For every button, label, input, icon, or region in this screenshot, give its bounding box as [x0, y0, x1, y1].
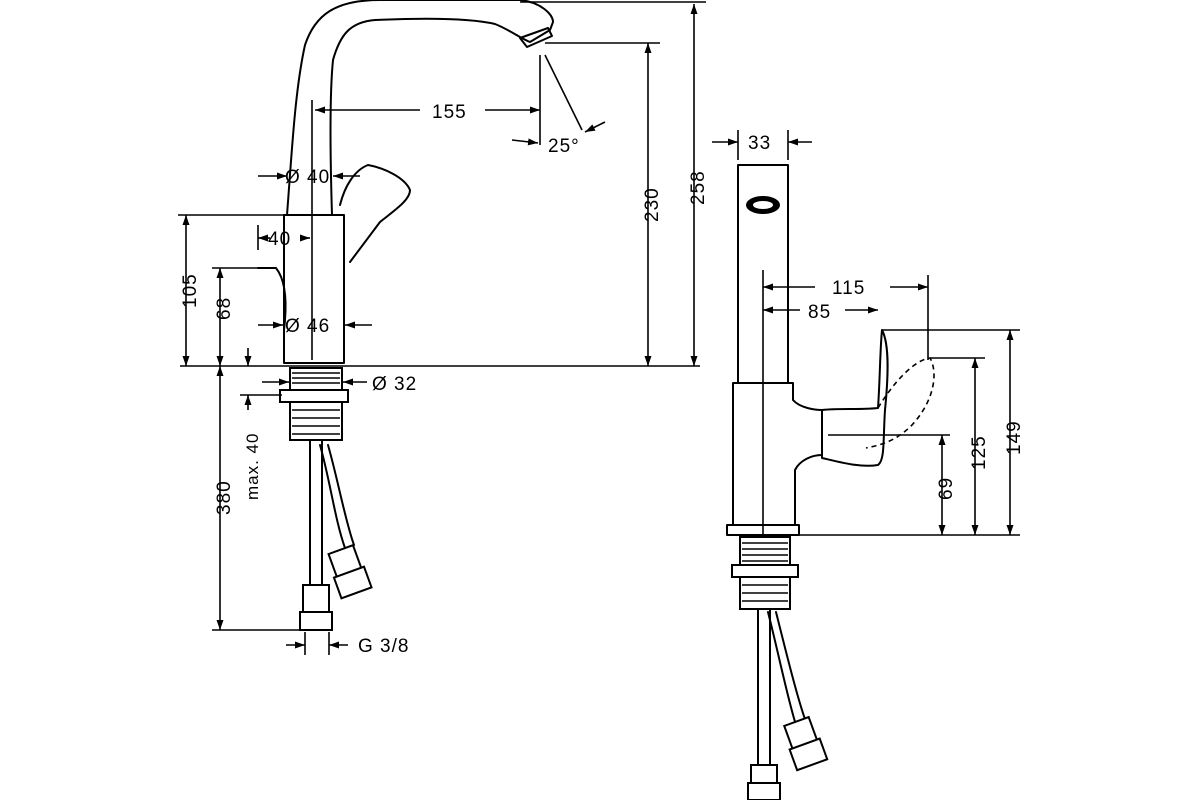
spout-outline — [286, 0, 554, 360]
dim-lever-reach-label: 85 — [808, 302, 831, 323]
side-body — [732, 382, 823, 526]
dim-body-height-label: 105 — [180, 273, 201, 308]
dim-handle-height-label: 68 — [214, 297, 235, 320]
dim-total-height-label: 258 — [688, 170, 709, 205]
dim-outlet-height-label: 230 — [642, 187, 663, 222]
mounting-shank — [279, 367, 349, 441]
dim-lever-reach-max-label: 115 — [832, 278, 865, 299]
dim-thread-label: G 3/8 — [358, 636, 409, 657]
dim-spout-dia-label: Ø 40 — [285, 167, 330, 188]
front-view: 155 25° Ø 40 40 Ø 46 Ø 32 105 68 — [178, 0, 709, 657]
dim-base-dia-label: Ø 46 — [285, 316, 330, 337]
control-knob — [257, 267, 287, 331]
side-view: 33 115 85 149 125 69 — [712, 130, 1025, 800]
supply-hoses — [299, 439, 373, 631]
side-hoses — [747, 608, 829, 800]
dim-lever-axis-label: 69 — [936, 477, 957, 500]
dim-hose-length-label: 380 — [214, 480, 235, 515]
lever-handle — [339, 164, 411, 263]
faucet-body — [283, 214, 345, 364]
dim-lever-open-top-label: 125 — [969, 435, 990, 470]
side-shank — [731, 536, 799, 610]
dim-spout-reach-label: 155 — [432, 102, 467, 123]
dim-body-width-label: 40 — [268, 229, 291, 250]
dim-spray-angle-label: 25° — [548, 136, 580, 157]
dim-spout-depth-label: 33 — [748, 133, 771, 154]
dim-lever-top-label: 149 — [1004, 420, 1025, 455]
dim-shank-dia-label: Ø 32 — [372, 374, 417, 395]
side-lever — [821, 329, 889, 467]
side-lever-open-position — [865, 357, 935, 449]
dim-max-thickness-label: max. 40 — [243, 433, 262, 500]
aerator-outlet — [519, 27, 553, 48]
